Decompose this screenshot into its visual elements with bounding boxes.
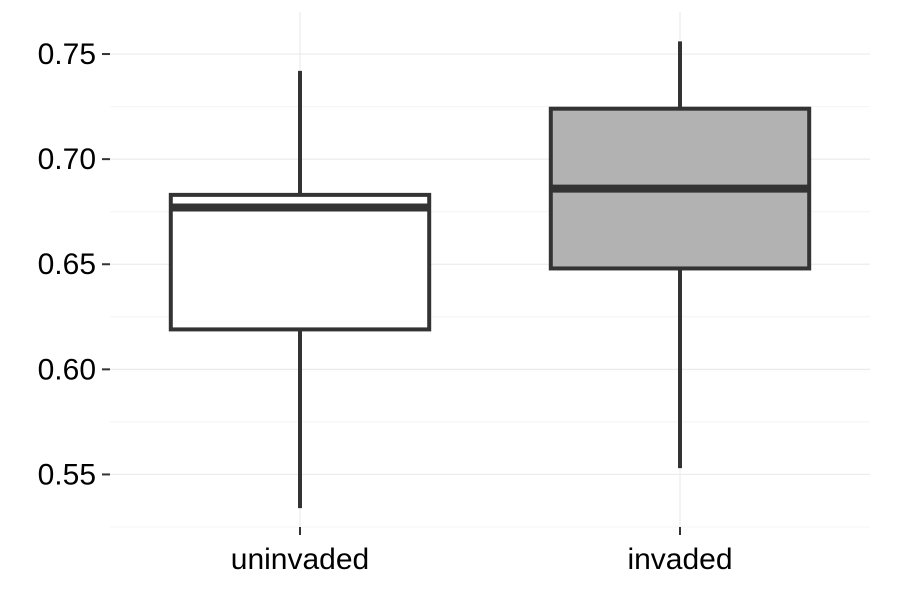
- boxes-layer: [168, 41, 812, 509]
- y-tick-label: 0.55: [38, 458, 96, 491]
- box-invaded: [548, 41, 812, 469]
- x-axis: uninvaded invaded: [231, 527, 733, 576]
- x-tick-label: uninvaded: [231, 543, 369, 576]
- box-uninvaded: [168, 70, 432, 509]
- y-tick-label: 0.65: [38, 248, 96, 281]
- y-tick-label: 0.60: [38, 353, 96, 386]
- box-body: [168, 192, 432, 332]
- y-tick-label: 0.70: [38, 143, 96, 176]
- y-tick-label: 0.75: [38, 38, 96, 71]
- y-axis: 0.55 0.60 0.65 0.70 0.75: [38, 38, 110, 491]
- x-tick-label: invaded: [627, 543, 732, 576]
